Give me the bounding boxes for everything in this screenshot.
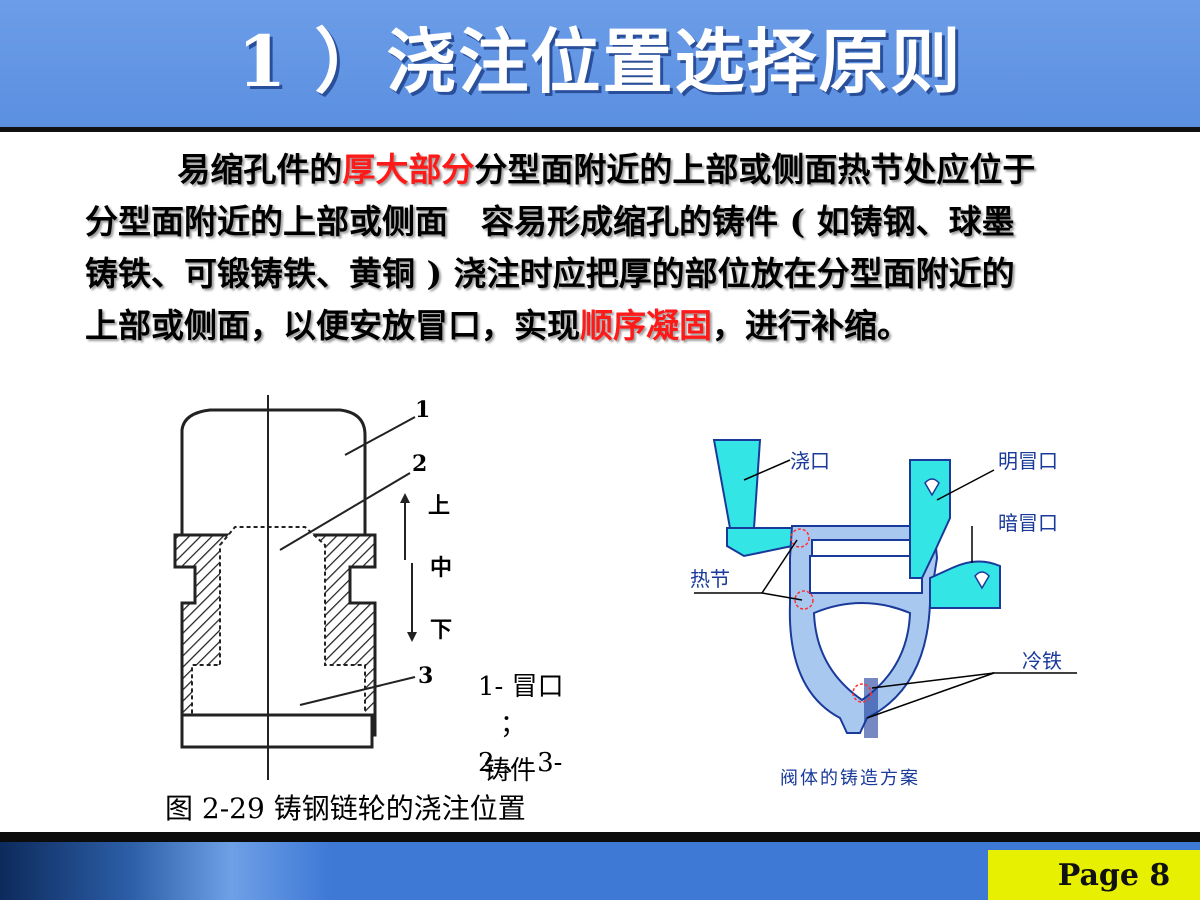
text-segment: ，进行补缩。	[712, 306, 910, 345]
chill-block	[864, 678, 878, 738]
position-down: 下	[430, 618, 452, 643]
title-bar	[0, 0, 1200, 127]
footer-decoration	[0, 842, 330, 900]
label-chill: 冷铁	[1022, 649, 1062, 673]
valve-body-casting-figure: 浇口 明冒口 暗冒口 热节 冷铁 阀体的铸造方案	[690, 439, 1077, 789]
sprue-shape	[712, 439, 762, 529]
legend-line: 1- 冒口	[478, 672, 564, 702]
left-figure-caption: 图 2-29 铸钢链轮的浇注位置	[165, 792, 526, 825]
label-2: 2	[412, 451, 427, 477]
label-hot-spot: 热节	[690, 567, 730, 591]
page-number: Page 8	[1028, 850, 1200, 900]
slide-title: 1 ）浇注位置选择原则	[237, 20, 963, 103]
label-open-riser: 明冒口	[998, 449, 1058, 473]
sprocket-casting-figure: 1 2 3 上 中 下	[173, 395, 452, 780]
riser-shape	[180, 408, 367, 537]
legend-line: 铸件	[484, 756, 537, 786]
label-blind-riser: 暗冒口	[998, 511, 1058, 535]
text-segment: 分型面附近的上部或侧面热节处应位于分型面附近的上部或侧面 容易形成缩孔的铸件 (…	[85, 150, 1036, 345]
open-riser-shape	[909, 459, 951, 579]
highlight-sequential-solidification: 顺序凝固	[580, 306, 712, 345]
blind-riser-shape	[929, 560, 1001, 609]
label-1: 1	[415, 397, 430, 423]
highlight-thick-part: 厚大部分	[342, 150, 475, 189]
position-middle: 中	[430, 556, 452, 581]
left-figure-legend: 1- 冒口 ； 2 、 3- 铸件	[478, 668, 588, 790]
body-paragraph: 易缩孔件的厚大部分分型面附近的上部或侧面热节处应位于分型面附近的上部或侧面 容易…	[85, 144, 1045, 352]
casting-cavity	[191, 526, 366, 726]
footer-divider	[0, 832, 1200, 842]
casting-base	[180, 713, 374, 749]
position-up: 上	[428, 494, 450, 519]
label-sprue: 浇口	[790, 449, 830, 473]
legend-line: 2 、 3-	[478, 748, 563, 778]
page-accent-box	[988, 850, 1028, 900]
text-segment: 易缩孔件的	[177, 150, 343, 189]
right-figure-caption: 阀体的铸造方案	[780, 768, 920, 789]
legend-line: ；	[500, 710, 527, 740]
title-divider	[0, 127, 1200, 132]
label-3: 3	[418, 663, 433, 689]
